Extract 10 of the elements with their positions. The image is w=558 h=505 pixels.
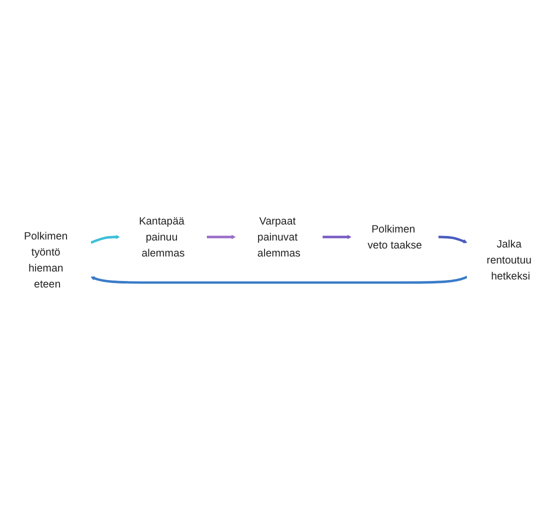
arrow (90, 234, 120, 244)
node-text: Kantapää painuu alemmas (138, 215, 185, 260)
node-text: Polkimen veto taakse (368, 223, 422, 252)
arrow (322, 234, 352, 240)
arrow (90, 276, 468, 284)
arrow (438, 236, 468, 244)
arrow (206, 234, 236, 240)
node-text: Jalka rentoutuu hetkeksi (486, 238, 532, 282)
node-text: Varpaat painuvat alemmas (257, 215, 301, 260)
node-text: Polkimen työntö hieman eteen (24, 230, 68, 290)
